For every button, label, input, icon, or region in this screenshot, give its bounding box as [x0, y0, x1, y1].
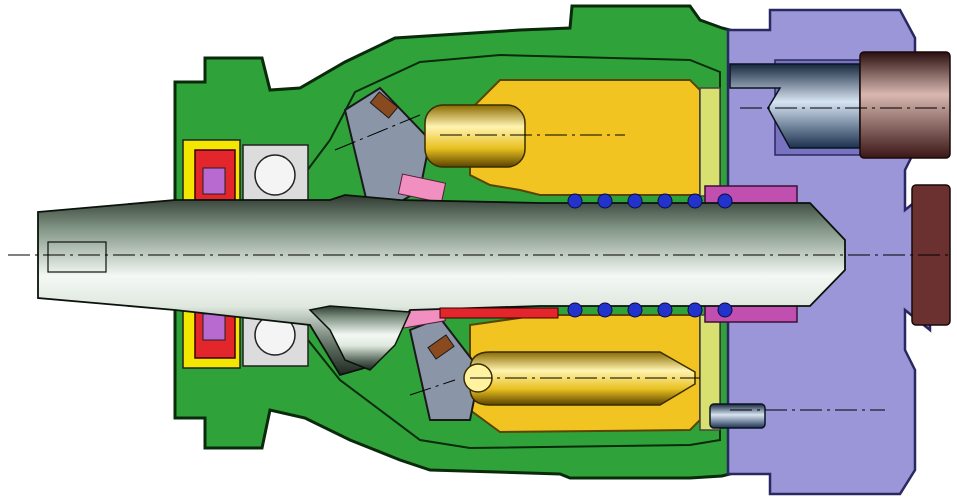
spring-coil [717, 302, 733, 318]
seal-lip-upper [202, 167, 226, 195]
spring-coil [627, 302, 643, 318]
bearing-ball-upper [254, 154, 296, 196]
spring-coil [627, 193, 643, 209]
spring-coil [567, 302, 583, 318]
valve-plate-upper [699, 87, 721, 197]
spring-coil [597, 302, 613, 318]
drive-shaft-key-bore [47, 241, 107, 273]
spring-coil [657, 302, 673, 318]
drive-shaft-neck [308, 305, 412, 371]
spring-coil [657, 193, 673, 209]
spring-retainer-red [439, 307, 559, 319]
port-bolt-brown-upper [859, 51, 951, 159]
piston-upper [424, 104, 526, 168]
slipper-pink-upper [397, 173, 447, 204]
slipper-brown-upper [369, 91, 399, 119]
spring-coil [567, 193, 583, 209]
centerlines [8, 107, 950, 411]
drive-shaft-body [37, 194, 846, 377]
centerline [334, 114, 421, 151]
spring [567, 193, 733, 318]
centerline [409, 379, 456, 396]
spring-coil [597, 193, 613, 209]
small-bolt-lower [709, 403, 766, 429]
slipper-brown-lower [427, 334, 455, 360]
spring-coil [717, 193, 733, 209]
seal-lip-lower [202, 313, 226, 341]
spring-coil [687, 302, 703, 318]
spring-coil [687, 193, 703, 209]
drive-shaft [37, 194, 846, 377]
